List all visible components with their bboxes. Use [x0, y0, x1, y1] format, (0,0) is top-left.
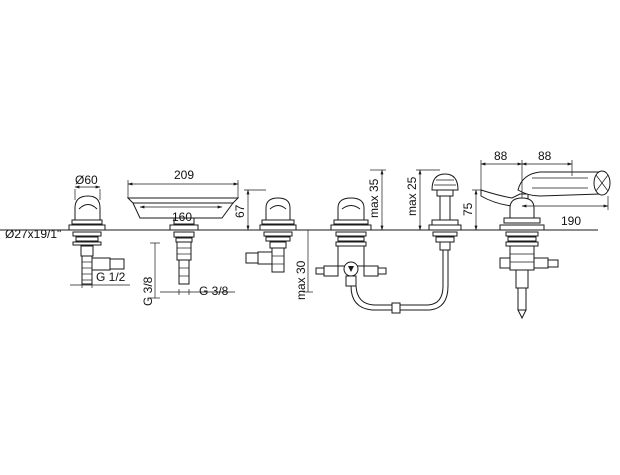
dim-width-88-right: 88	[538, 149, 552, 163]
diverter	[315, 197, 387, 287]
dim-height-75: 75	[461, 202, 475, 216]
handshower-holder	[428, 173, 462, 251]
dim-thread-g38-vertical: G 3/8	[141, 276, 155, 306]
dim-diameter-27: Ø27x19/1"	[5, 227, 61, 241]
dim-max-25: max 25	[405, 176, 419, 216]
dim-width-88-left: 88	[494, 149, 508, 163]
dim-diameter-60: Ø60	[75, 173, 98, 187]
dim-height-67: 67	[233, 204, 247, 218]
left-valve	[68, 195, 125, 285]
dim-thread-g38-horizontal: G 3/8	[199, 284, 229, 298]
dim-max-30: max 30	[294, 260, 308, 300]
right-valve	[245, 197, 297, 273]
dim-width-190: 190	[561, 214, 581, 228]
dim-width-160: 160	[172, 210, 192, 224]
mixer-with-handshower	[480, 170, 611, 320]
shower-hose	[350, 250, 449, 311]
dim-max-35: max 35	[367, 178, 381, 218]
dim-thread-g12: G 1/2	[96, 270, 126, 284]
dim-width-209: 209	[174, 168, 194, 182]
